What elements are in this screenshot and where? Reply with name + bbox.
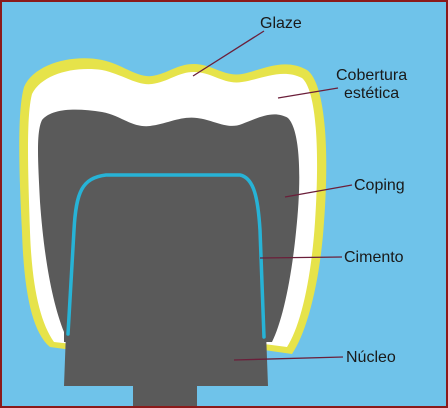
- coping-label: Coping: [354, 177, 405, 194]
- cobertura-label-line2: estética: [344, 85, 399, 102]
- cobertura-label-line1: Cobertura: [336, 67, 407, 84]
- cimento-label: Cimento: [344, 249, 404, 266]
- root-post: [133, 384, 197, 406]
- glaze-label: Glaze: [260, 15, 302, 32]
- nucleo-label: Núcleo: [346, 349, 396, 366]
- core-body: [64, 177, 268, 386]
- glaze-leader-line: [193, 31, 264, 76]
